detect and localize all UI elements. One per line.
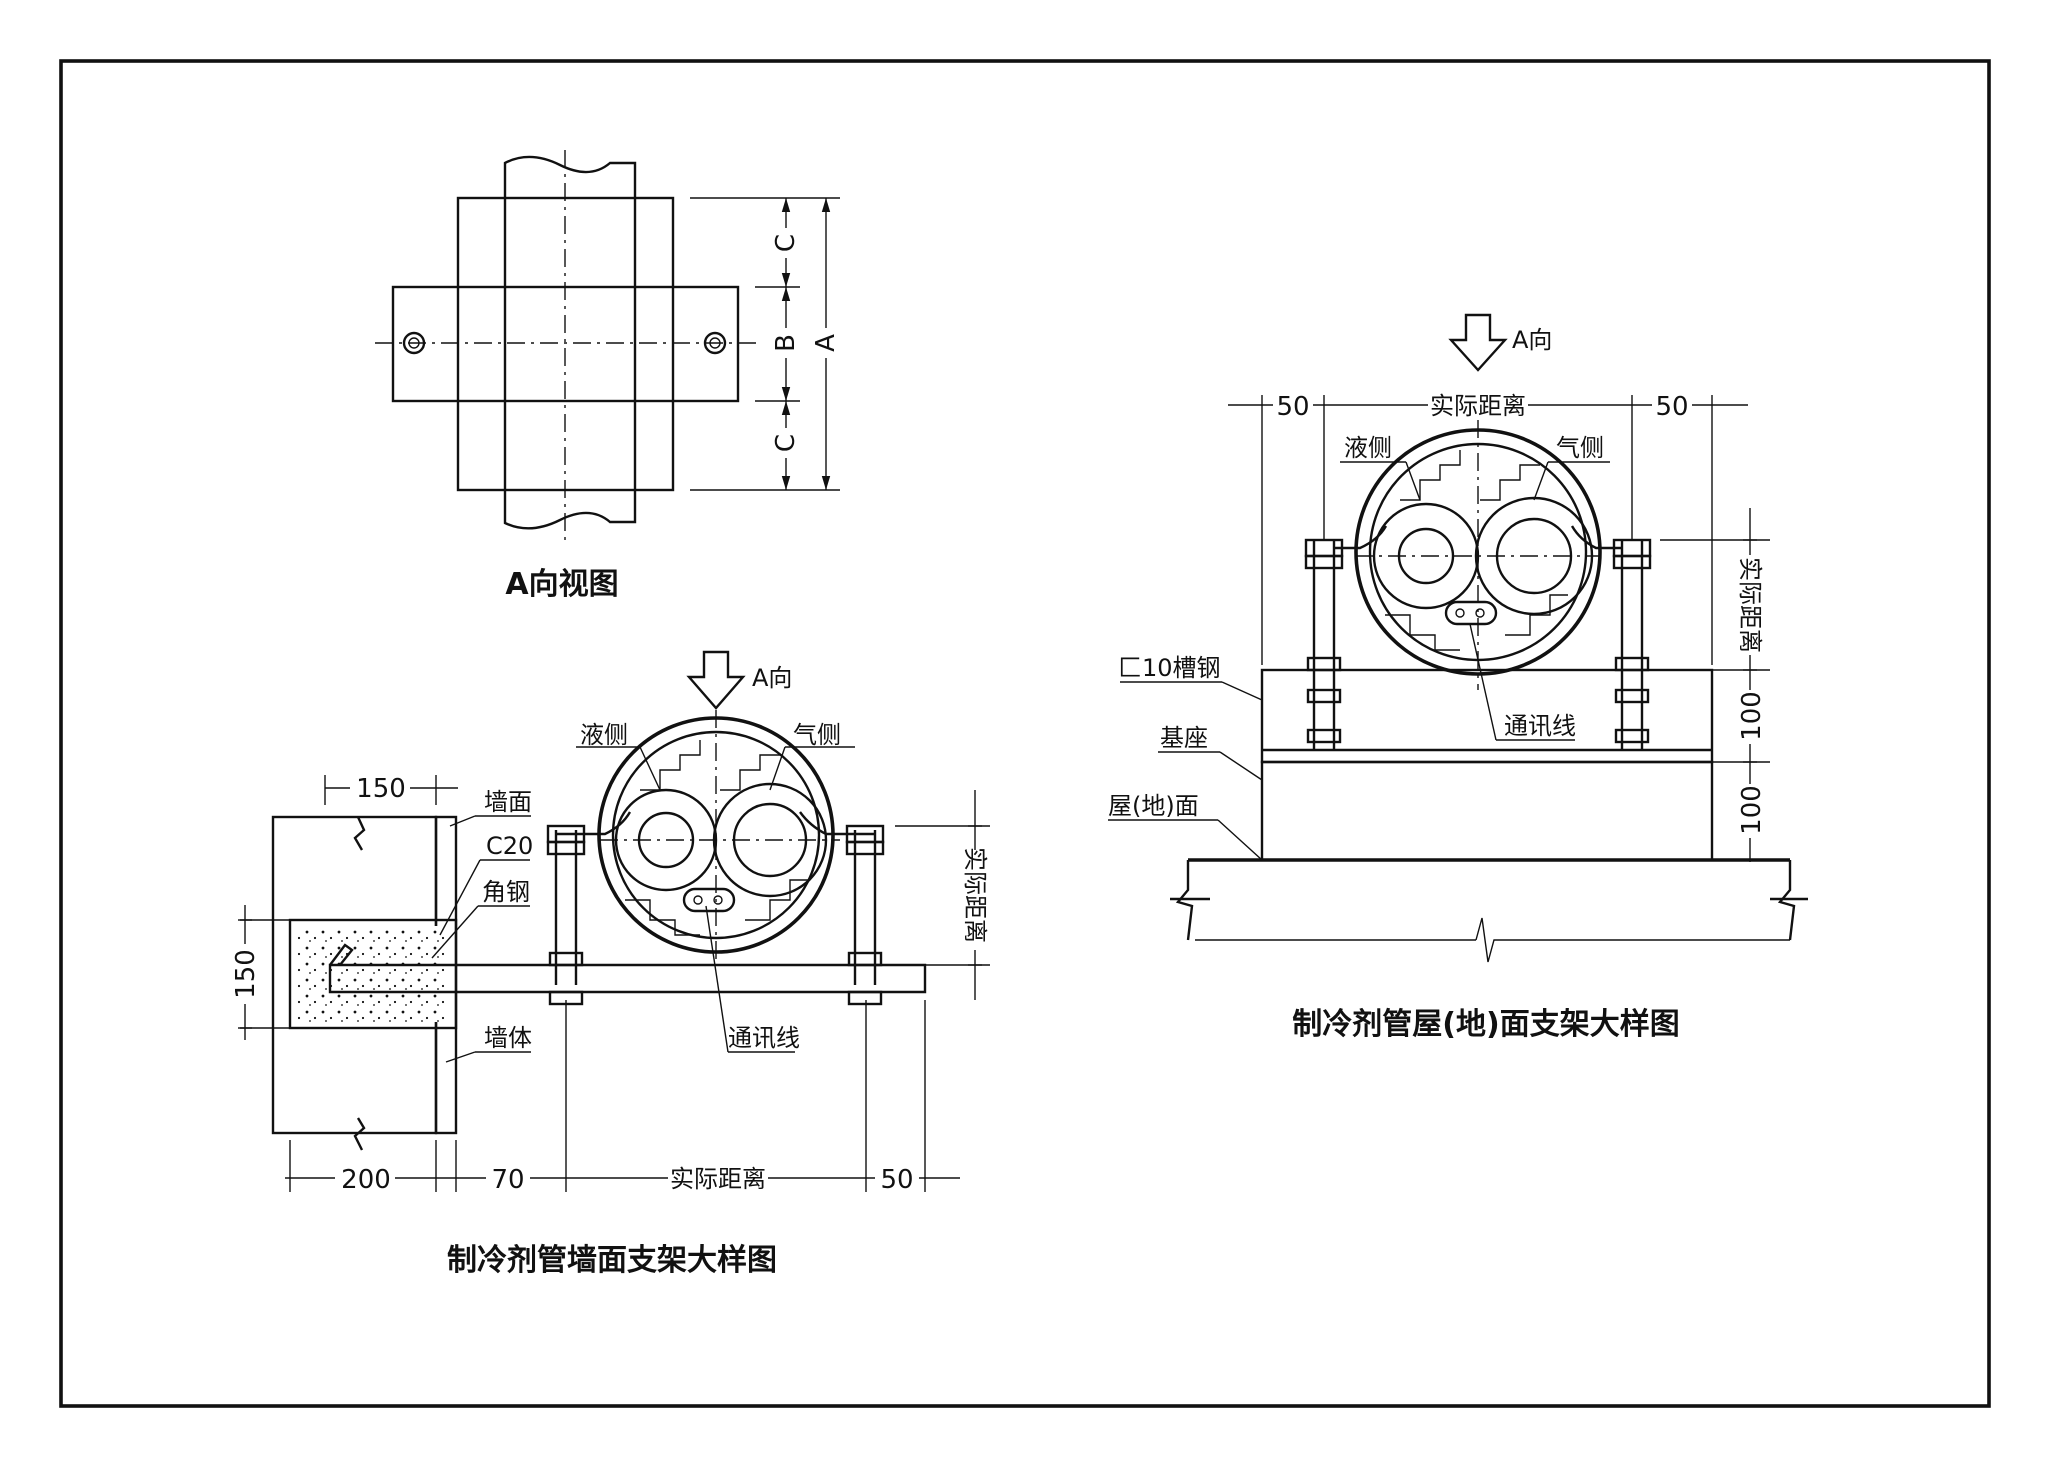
angle-steel-label: 角钢 xyxy=(482,878,530,906)
dim-c-top: C xyxy=(771,234,801,252)
wall-actual-distance-horizontal: 实际距离 xyxy=(670,1165,766,1193)
wall-dim-50: 50 xyxy=(880,1165,913,1195)
wall-face-label: 墙面 xyxy=(484,788,532,816)
dim-a: A xyxy=(811,334,841,352)
roof-detail-title: 制冷剂管屋(地)面支架大样图 xyxy=(1292,1007,1679,1042)
roof-comm-line-label: 通讯线 xyxy=(1504,712,1576,740)
roof-gas-side-label: 气侧 xyxy=(1556,434,1604,462)
wall-detail-title: 制冷剂管墙面支架大样图 xyxy=(447,1243,777,1278)
wall-support-detail: A向 液侧 气侧 墙面 C20 角钢 墙体 通讯线 实际距离 xyxy=(228,650,995,1278)
wall-gas-side-label: 气侧 xyxy=(793,721,841,749)
roof-floor-label: 屋(地)面 xyxy=(1108,792,1199,820)
c20-label: C20 xyxy=(486,832,533,860)
wall-actual-distance-vertical: 实际距离 xyxy=(961,847,989,943)
drawing-frame xyxy=(59,59,1991,1408)
roof-dim-50-right: 50 xyxy=(1655,392,1688,422)
roof-dim-100-lower: 100 xyxy=(1737,785,1767,835)
roof-support-detail: A向 50 实际距离 50 液侧 气侧 匚10槽钢 基座 屋(地)面 通讯线 xyxy=(1108,313,1808,1042)
roof-direction-arrow-icon xyxy=(1448,313,1508,372)
a-direction-view: C B C A A向视图 xyxy=(375,150,841,602)
wall-dim-150-top: 150 xyxy=(356,774,406,804)
c20-embed-block xyxy=(288,918,458,1030)
roof-actual-distance-horizontal: 实际距离 xyxy=(1430,392,1526,420)
roof-dim-100-upper: 100 xyxy=(1737,691,1767,741)
roof-comm-cable xyxy=(1444,600,1498,626)
roof-liquid-side-label: 液侧 xyxy=(1344,434,1392,462)
roof-direction-label: A向 xyxy=(1512,326,1552,354)
dim-c-bottom: C xyxy=(771,434,801,452)
view-a-title: A向视图 xyxy=(505,567,618,602)
base-label: 基座 xyxy=(1160,724,1208,752)
wall-direction-label: A向 xyxy=(752,664,792,692)
wall-dim-70: 70 xyxy=(491,1165,524,1195)
roof-actual-distance-vertical: 实际距离 xyxy=(1736,557,1764,653)
angle-steel xyxy=(328,963,927,994)
wall-body-label: 墙体 xyxy=(484,1024,532,1052)
pipe-top-break xyxy=(503,155,637,198)
pipe-bottom-break xyxy=(503,490,637,530)
wall-dim-200: 200 xyxy=(341,1165,391,1195)
dim-b: B xyxy=(771,334,801,352)
roof-dim-50-left: 50 xyxy=(1276,392,1309,422)
comm-cable xyxy=(682,887,736,913)
wall-liquid-side-label: 液侧 xyxy=(580,721,628,749)
channel-steel-label: 匚10槽钢 xyxy=(1118,654,1221,682)
direction-arrow-icon xyxy=(686,650,746,710)
channel-steel xyxy=(1260,668,1714,764)
base-block xyxy=(1260,760,1714,862)
wall-comm-line-label: 通讯线 xyxy=(728,1024,800,1052)
wall-dim-150-left: 150 xyxy=(231,949,261,999)
